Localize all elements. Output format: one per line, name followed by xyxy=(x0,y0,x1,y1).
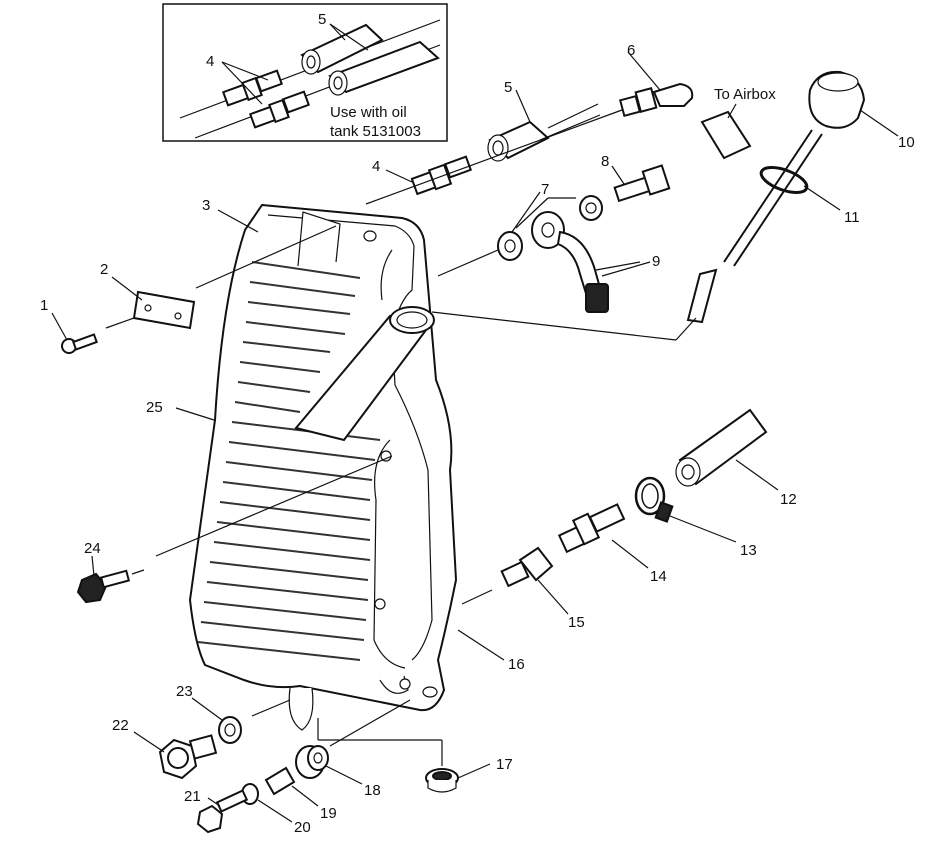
fitting-15 xyxy=(500,546,554,588)
callout-17: 17 xyxy=(496,756,513,773)
callout-numbers: 1 2 3 4 5 6 7 8 9 10 11 12 13 14 15 16 1… xyxy=(40,42,915,836)
callout-8: 8 xyxy=(601,153,609,170)
inset-hose-lower xyxy=(328,40,440,96)
bolt-24 xyxy=(76,569,131,604)
callout-11: 11 xyxy=(844,209,860,226)
banjo-fitting-9 xyxy=(531,211,609,313)
hose-clamp-13 xyxy=(634,476,674,523)
callout-12: 12 xyxy=(780,491,797,508)
callout-13: 13 xyxy=(740,542,757,559)
bracket-2 xyxy=(132,290,196,330)
inset-hose-upper xyxy=(300,23,384,75)
callout-10: 10 xyxy=(898,134,915,151)
washer-23 xyxy=(218,716,242,744)
callout-6: 6 xyxy=(627,42,635,59)
callout-19: 19 xyxy=(320,805,337,822)
oil-tank xyxy=(188,203,458,731)
inset-note-line2: tank 5131003 xyxy=(330,123,421,140)
inset-callout-4: 4 xyxy=(206,53,214,70)
callout-3: 3 xyxy=(202,197,210,214)
callout-18: 18 xyxy=(364,782,381,799)
washer-7b xyxy=(579,195,603,221)
callout-7: 7 xyxy=(541,181,549,198)
callout-14: 14 xyxy=(650,568,667,585)
grommet-18 xyxy=(295,745,329,779)
inset-fitting-upper xyxy=(221,69,284,107)
inset-panel: 4 5 Use with oil tank 5131003 xyxy=(162,3,448,142)
callout-4: 4 xyxy=(372,158,380,175)
dipstick-tube xyxy=(686,268,718,324)
bolt-21 xyxy=(196,789,249,834)
callout-23: 23 xyxy=(176,683,193,700)
inset-note-line1: Use with oil xyxy=(330,104,407,121)
callout-22: 22 xyxy=(112,717,129,734)
screw-1 xyxy=(61,333,98,354)
callout-16: 16 xyxy=(508,656,525,673)
callout-25: 25 xyxy=(146,399,163,416)
to-airbox-label: To Airbox xyxy=(714,86,776,103)
callout-15: 15 xyxy=(568,614,585,631)
banjo-bolt-8 xyxy=(613,164,671,203)
callout-5: 5 xyxy=(504,79,512,96)
plug-22 xyxy=(158,734,218,780)
dipstick-cap-10 xyxy=(808,70,866,129)
callout-24: 24 xyxy=(84,540,101,557)
callout-20: 20 xyxy=(294,819,311,836)
elbow-fitting-6 xyxy=(618,82,694,118)
callout-1: 1 xyxy=(40,297,48,314)
hose-12 xyxy=(675,408,768,487)
airbox-hose xyxy=(700,110,752,160)
filler-neck xyxy=(294,306,435,442)
callout-21: 21 xyxy=(184,788,201,805)
tank-ribs xyxy=(197,261,381,661)
leader-lines xyxy=(51,89,899,823)
washer-7a xyxy=(497,231,523,261)
fitting-14 xyxy=(557,503,626,554)
callout-2: 2 xyxy=(100,261,108,278)
inset-callout-5: 5 xyxy=(318,11,326,28)
fitting-4 xyxy=(410,155,473,196)
spacer-19 xyxy=(264,766,296,796)
hose-5 xyxy=(487,120,550,162)
callout-9: 9 xyxy=(652,253,660,270)
inset-fitting-lower xyxy=(248,90,311,129)
grommet-17 xyxy=(425,768,459,793)
